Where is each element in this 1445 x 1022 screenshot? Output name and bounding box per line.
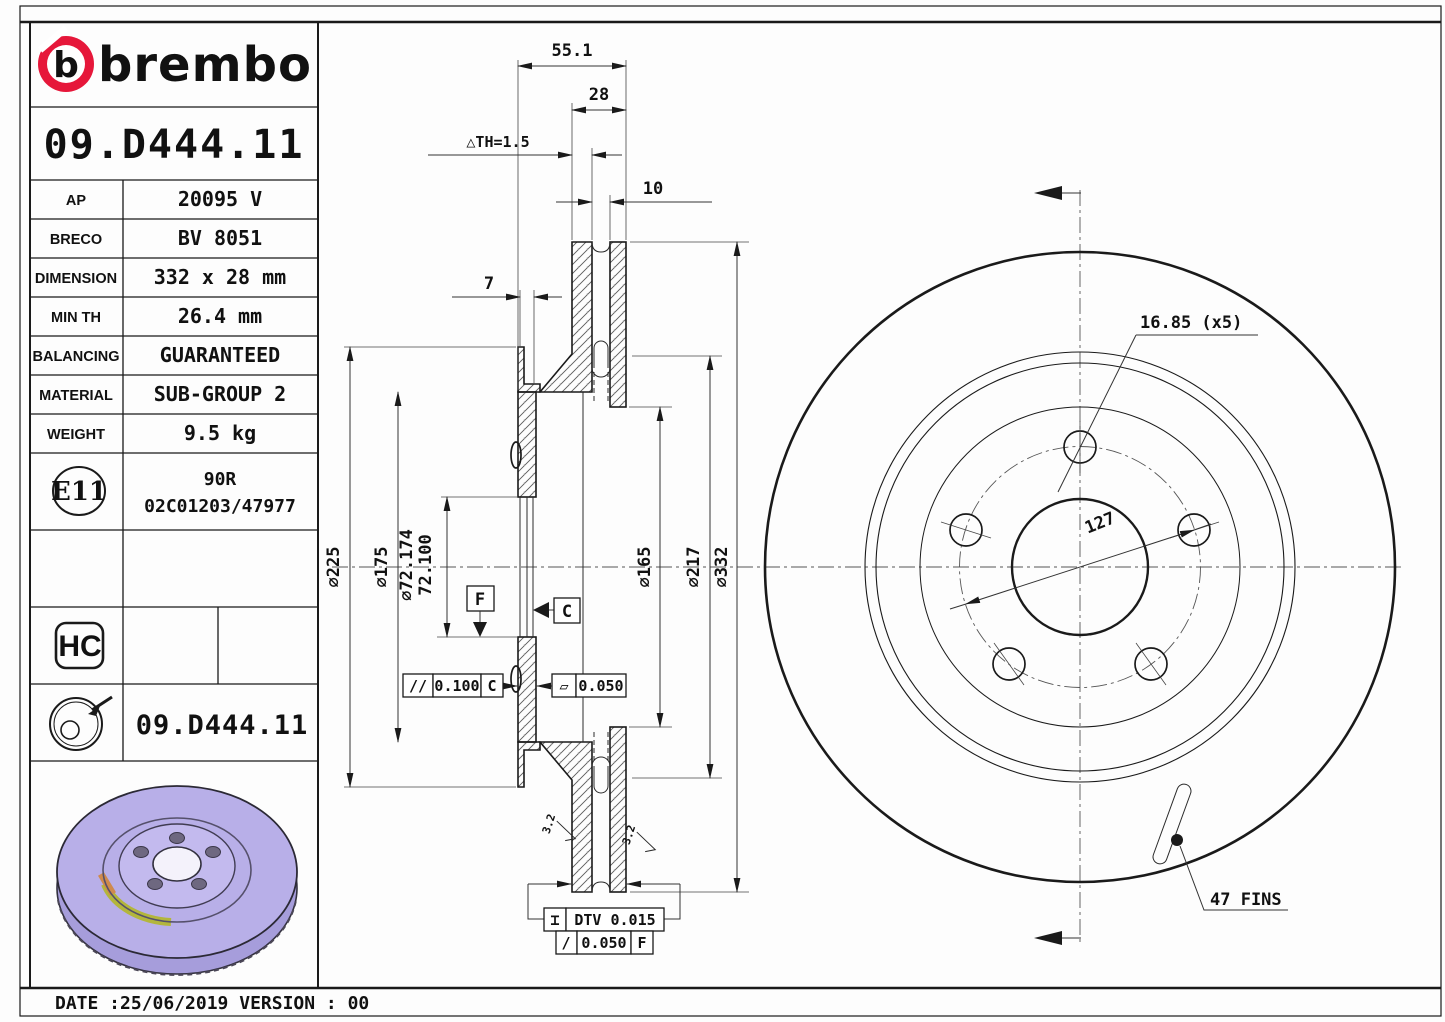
dim-th: △TH=1.5 [466,133,529,151]
datum-f-label: F [475,590,485,610]
bolt-hole-dimension: 16.85 (x5) [1057,313,1258,493]
runout-value: 0.050 [581,934,626,952]
spec-label: WEIGHT [47,427,105,443]
spec-label: DIMENSION [35,271,117,287]
roughness-left: 3.2 [540,812,577,842]
dia-72-100: 72.100 [416,534,436,595]
dim-10: 10 [643,179,663,199]
disc-row-code: 09.D444.11 [136,710,309,741]
vent-detail-top [591,241,611,402]
flatness-frame: ▱ 0.050 [536,673,627,698]
approval-row: E11 90R 02C01203/47977 [51,466,296,517]
dim-55-1: 55.1 [552,41,593,61]
spec-label: BALANCING [33,349,120,365]
svg-text:b: b [53,45,79,86]
spec-value: SUB-GROUP 2 [154,382,286,406]
dia-217: ⌀217 [684,547,704,588]
dtv-sym: ⌶ [550,911,559,929]
dia-225: ⌀225 [324,547,344,588]
svg-text:3.2: 3.2 [620,823,639,846]
dia-72-174: ⌀72.174 [397,529,417,601]
disc-circles [763,250,1397,884]
datum-c-label: C [562,602,572,622]
dim-127: 127 [1082,508,1118,538]
dia-165: ⌀165 [635,547,655,588]
datum-c: C [533,597,581,624]
dia-175: ⌀175 [372,547,392,588]
spec-label: MIN TH [51,310,101,326]
spec-value: 20095 V [178,187,262,211]
spec-value: GUARANTEED [160,343,280,367]
parallelism-val: 0.100 [434,677,479,695]
roughness-right: 3.2 [620,823,657,853]
fins-annotation: 47 FINS [1152,783,1288,911]
e11-badge-text: E11 [51,477,107,507]
dia-332: ⌀332 [712,547,732,588]
spec-label: AP [66,193,86,209]
brand-logo-text: brembo [98,37,312,93]
date-version: DATE :25/06/2019 VERSION : 00 [55,993,369,1014]
section-solid-parts [517,241,627,893]
runout-sym: / [561,934,570,952]
dtv-value: DTV 0.015 [574,911,655,929]
flatness-val: 0.050 [578,677,623,695]
approval-line1: 90R [204,469,237,490]
extension-lines [344,60,749,893]
hc-badge-icon [54,621,105,670]
disc-code-row: 09.D444.11 [49,695,309,751]
spec-table: AP 20095 V BRECO BV 8051 DIMENSION 332 x… [33,187,287,445]
dim-16-85: 16.85 (x5) [1140,313,1242,333]
parallelism-datum: C [487,677,496,695]
spec-value: 9.5 kg [184,421,256,445]
approval-line2: 02C01203/47977 [144,496,296,517]
dim-28: 28 [589,85,609,105]
section-cut-arrows [1034,186,1081,945]
dim-7: 7 [484,274,494,294]
e11-badge-icon [52,466,106,516]
spec-label: MATERIAL [39,388,113,404]
hc-badge-text: HC [58,630,101,663]
disc-icon [49,695,113,751]
dimension-lines [346,62,741,893]
front-view: 127 16.85 (x5) 47 FINS [763,186,1397,945]
title-block: b brembo 09.D444.11 AP 20095 V BRECO BV … [29,21,319,989]
section-view: 55.1 28 △TH=1.5 10 7 ⌀225 ⌀175 ⌀72.174 7… [324,41,1402,955]
bolt-circle-dimension: 127 [949,508,1212,610]
spec-value: 26.4 mm [178,304,262,328]
parallelism-sym: // [409,677,427,695]
spec-label: BRECO [50,232,102,248]
hc-row: HC [54,621,105,670]
datum-f: F [466,585,495,637]
spec-value: BV 8051 [178,226,262,250]
part-number: 09.D444.11 [44,122,305,168]
dtv-callout: ⌶ DTV 0.015 / 0.050 F [527,880,681,955]
disc-photo [56,785,298,976]
fins-label: 47 FINS [1210,890,1282,910]
vent-detail-bottom [591,732,611,893]
spec-value: 332 x 28 mm [154,265,286,289]
svg-text:3.2: 3.2 [540,812,559,835]
parallelism-frame: // 0.100 C [402,673,518,698]
brembo-logo-icon: b [37,25,94,92]
runout-datum: F [637,934,646,952]
flatness-sym: ▱ [559,677,568,695]
